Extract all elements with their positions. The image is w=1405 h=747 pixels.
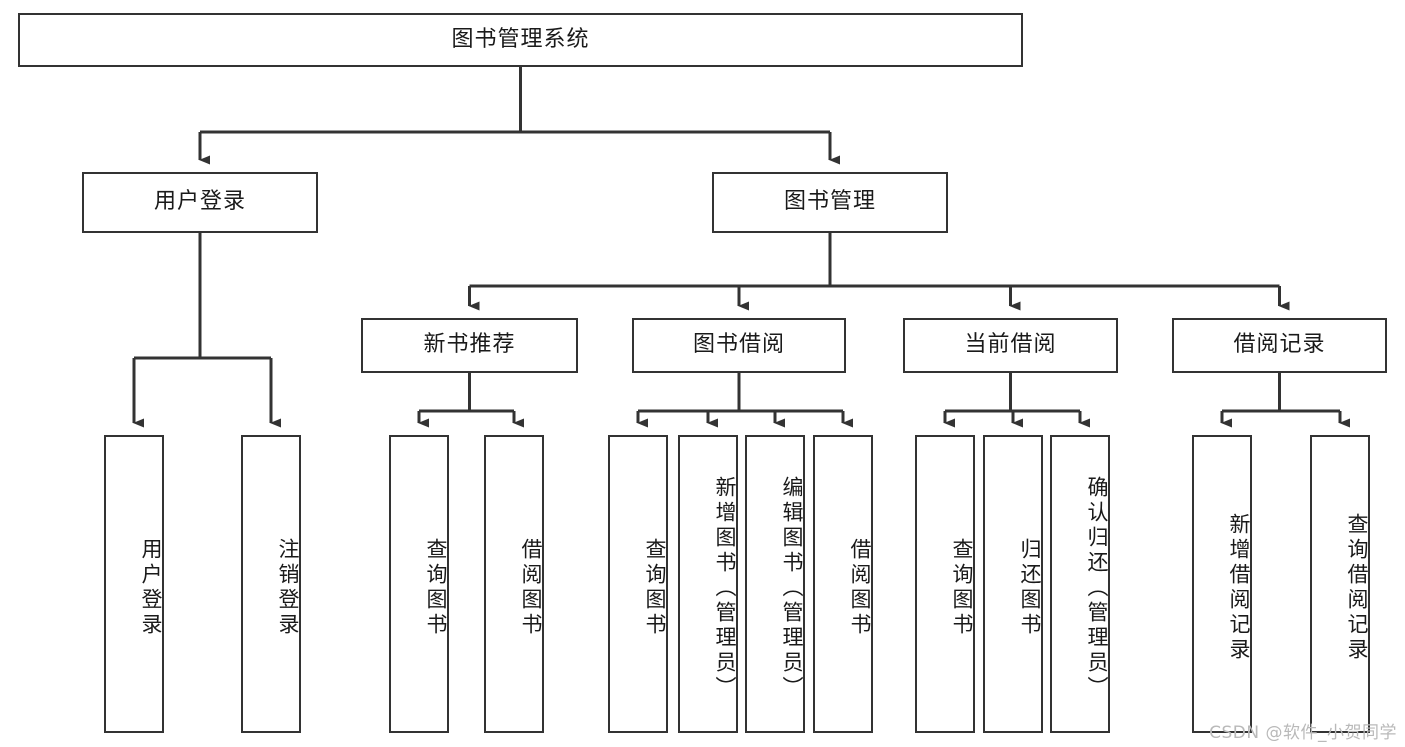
node-label: 注销登录 — [276, 538, 300, 638]
node-label: 新增图书（管理员） — [713, 475, 737, 701]
node-label: 查询图书 — [950, 538, 974, 638]
node-l2_2[interactable]: 当前借阅 — [903, 318, 1118, 373]
node-label: 归还图书 — [1018, 538, 1042, 638]
node-label: 图书借阅 — [692, 332, 785, 358]
node-label: 用户登录 — [139, 538, 163, 638]
node-root[interactable]: 图书管理系统 — [18, 13, 1023, 67]
node-label: 用户登录 — [153, 189, 246, 215]
node-label: 当前借阅 — [964, 332, 1057, 358]
node-l2_1[interactable]: 图书借阅 — [632, 318, 846, 373]
node-leaf_8[interactable]: 查询图书 — [915, 435, 975, 733]
node-label: 借阅图书 — [519, 538, 543, 638]
node-leaf_3[interactable]: 借阅图书 — [484, 435, 544, 733]
node-leaf_2[interactable]: 查询图书 — [389, 435, 449, 733]
node-label: 图书管理 — [783, 189, 876, 215]
node-leaf_6[interactable]: 编辑图书（管理员） — [745, 435, 805, 733]
node-label: 图书管理系统 — [451, 26, 590, 52]
node-label: 查询图书 — [424, 538, 448, 638]
node-leaf_12[interactable]: 查询借阅记录 — [1310, 435, 1370, 733]
node-l1_0[interactable]: 用户登录 — [82, 172, 318, 233]
node-leaf_11[interactable]: 新增借阅记录 — [1192, 435, 1252, 733]
node-l1_1[interactable]: 图书管理 — [712, 172, 948, 233]
node-leaf_10[interactable]: 确认归还（管理员） — [1050, 435, 1110, 733]
node-leaf_9[interactable]: 归还图书 — [983, 435, 1043, 733]
edge-group — [132, 67, 1350, 428]
node-l2_0[interactable]: 新书推荐 — [361, 318, 578, 373]
node-label: 确认归还（管理员） — [1085, 475, 1109, 701]
node-leaf_1[interactable]: 注销登录 — [241, 435, 301, 733]
node-leaf_4[interactable]: 查询图书 — [608, 435, 668, 733]
node-l2_3[interactable]: 借阅记录 — [1172, 318, 1387, 373]
node-label: 借阅记录 — [1233, 332, 1326, 358]
node-label: 借阅图书 — [848, 538, 872, 638]
node-label: 查询借阅记录 — [1345, 513, 1369, 663]
node-label: 编辑图书（管理员） — [780, 475, 804, 701]
node-label: 新书推荐 — [423, 332, 516, 358]
node-label: 新增借阅记录 — [1227, 513, 1251, 663]
watermark: CSDN @软件_小贺同学 — [1209, 723, 1397, 743]
node-leaf_7[interactable]: 借阅图书 — [813, 435, 873, 733]
node-label: 查询图书 — [643, 538, 667, 638]
node-leaf_5[interactable]: 新增图书（管理员） — [678, 435, 738, 733]
node-leaf_0[interactable]: 用户登录 — [104, 435, 164, 733]
